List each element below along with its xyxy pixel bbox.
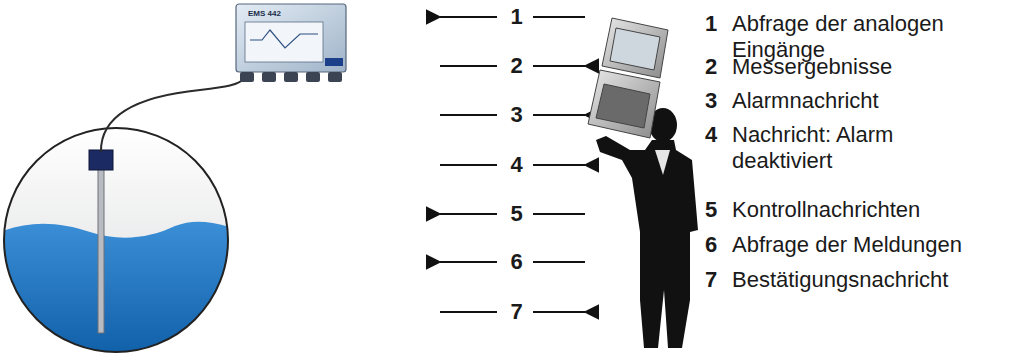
- level-sensor: [89, 150, 113, 333]
- callout-number: 2: [500, 53, 533, 79]
- callout-number: 7: [500, 299, 533, 325]
- callout-number: 3: [500, 102, 533, 128]
- callout-number: 6: [500, 249, 533, 275]
- callout-text: Alarmnachricht: [732, 88, 994, 114]
- sensor-cable: [101, 78, 244, 152]
- callout-number: 6: [705, 232, 717, 258]
- callout-text: Nachricht: Alarm deaktiviert: [732, 122, 994, 174]
- callout-number: 4: [500, 152, 533, 178]
- callout-number: 7: [705, 267, 717, 293]
- callout-text: Kontrollnachrichten: [732, 197, 994, 223]
- callout-number: 5: [705, 197, 717, 223]
- callout-text: Abfrage der Meldungen: [732, 232, 994, 258]
- tank: [0, 128, 240, 353]
- callout-number: 3: [705, 88, 717, 114]
- callout-number: 4: [705, 122, 717, 148]
- callout-number: 2: [705, 54, 717, 80]
- callout-number: 1: [500, 4, 533, 30]
- ems-device: [236, 4, 346, 82]
- callout-text: Messergebnisse: [732, 54, 994, 80]
- message-arrows: [440, 17, 585, 312]
- callout-number: 1: [705, 11, 717, 37]
- callout-text: Bestätigungsnachricht: [732, 267, 994, 293]
- mobile-phone: [588, 18, 668, 138]
- person-silhouette: [596, 108, 698, 348]
- device-label: EMS 442: [248, 9, 281, 19]
- callout-number: 5: [500, 201, 533, 227]
